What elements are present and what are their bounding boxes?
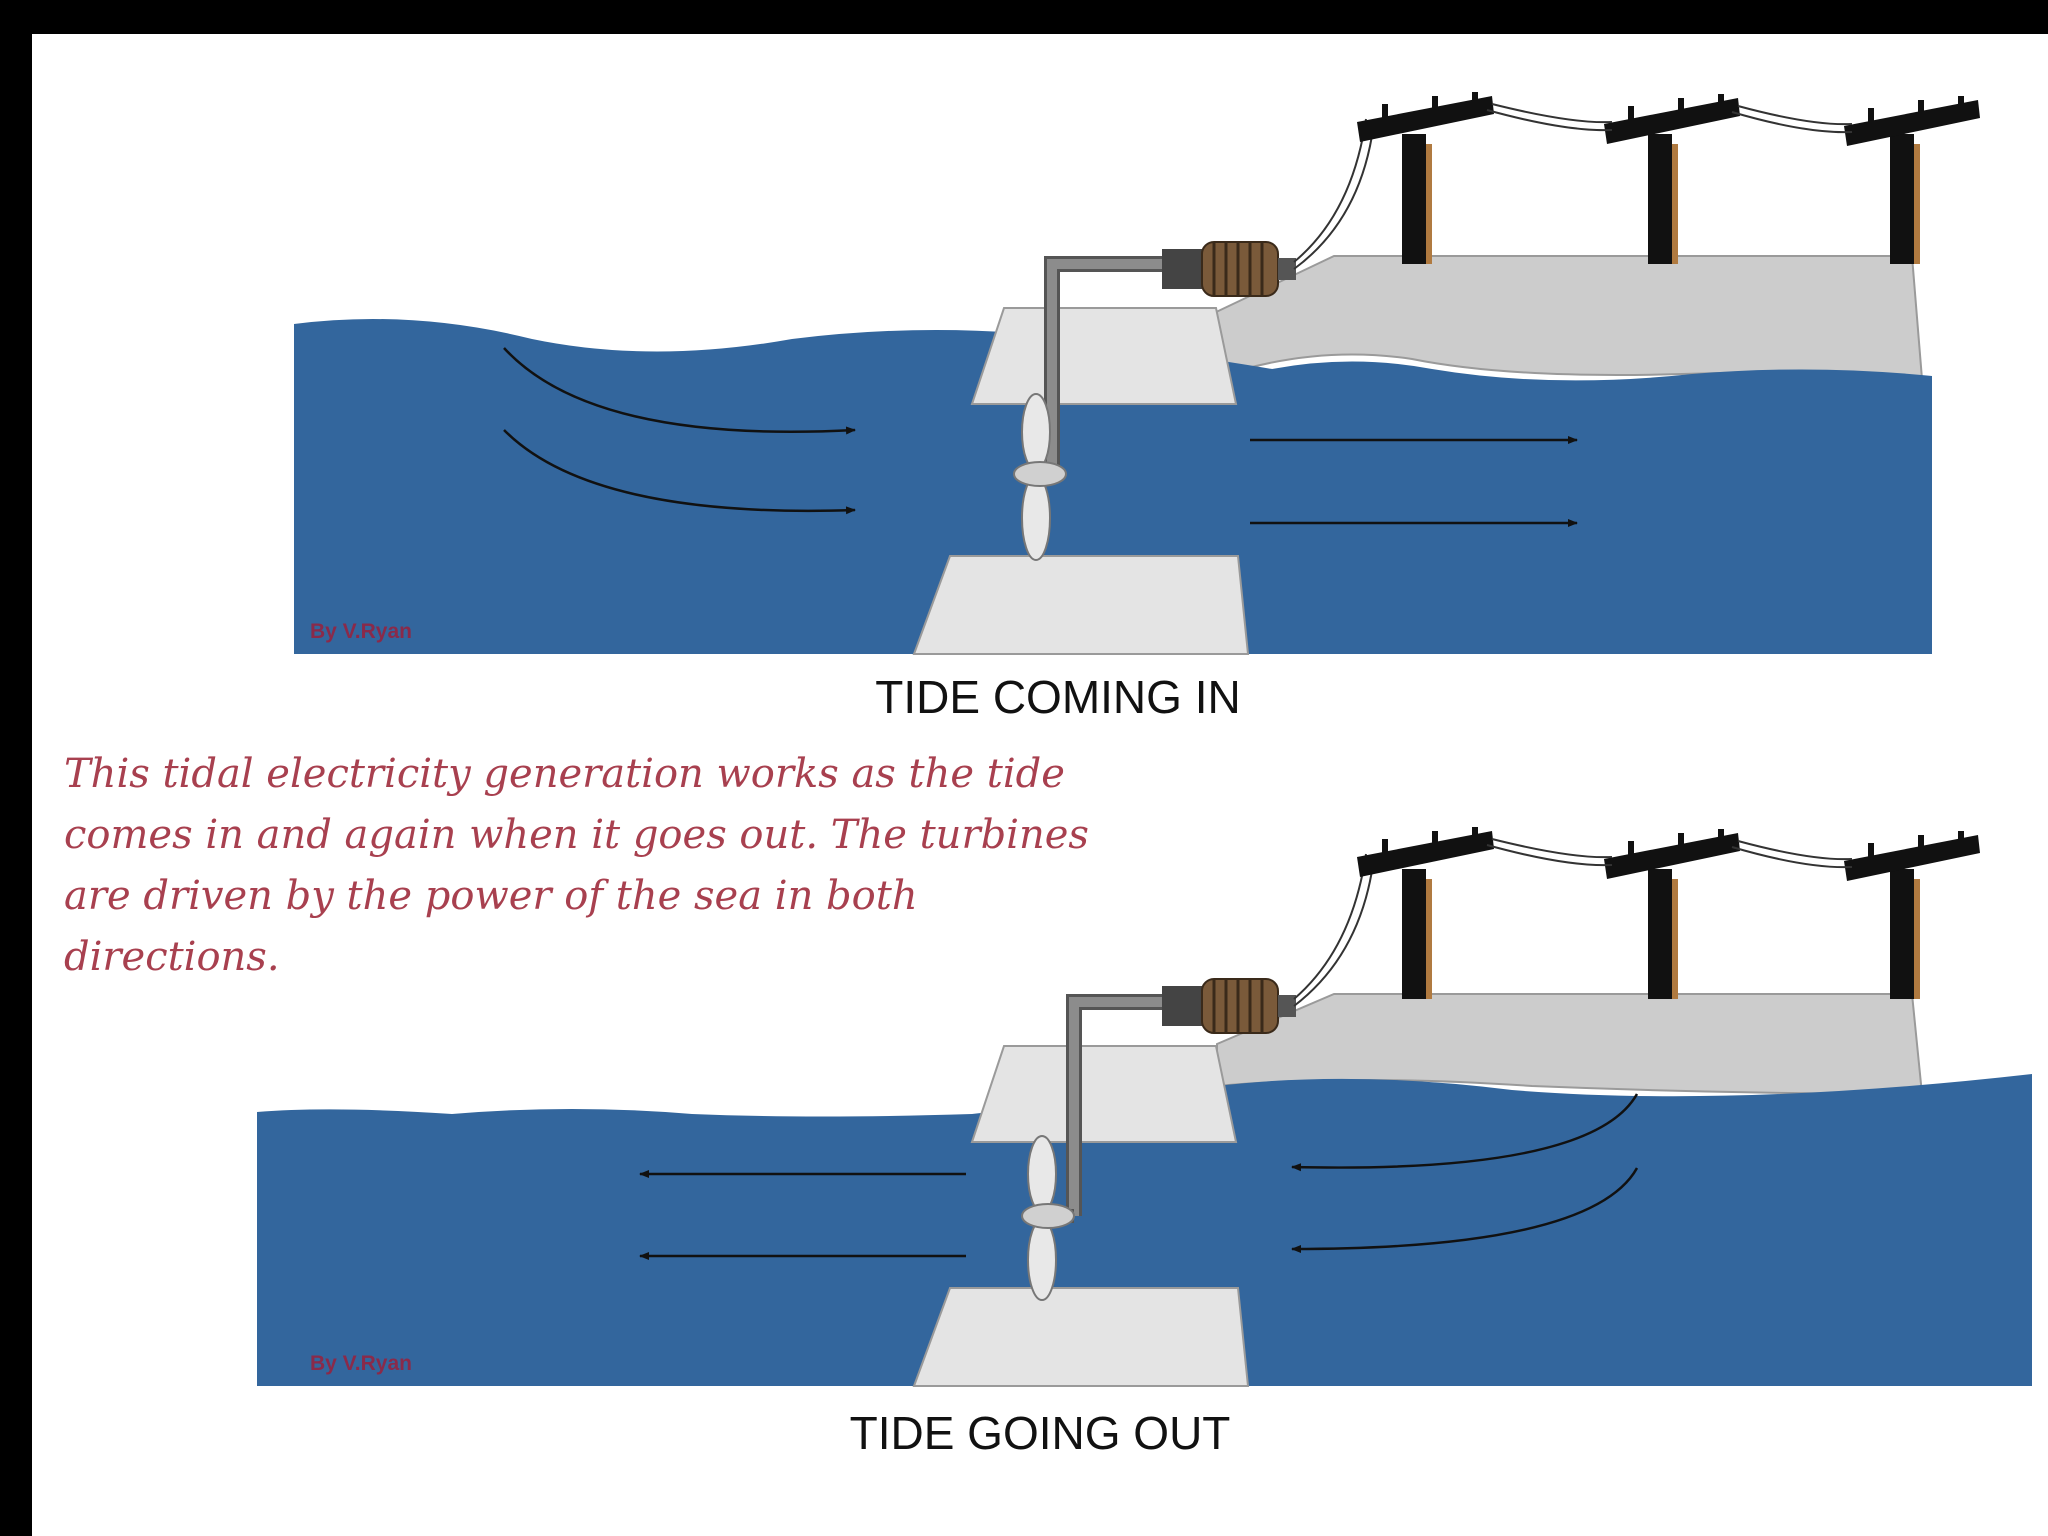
land-embankment bbox=[1211, 255, 1924, 381]
generator-coil bbox=[1162, 241, 1296, 297]
lower-caisson bbox=[912, 1287, 1250, 1387]
tidal-diagram: By V.Ryan bbox=[257, 92, 2032, 1387]
credit-label: By V.Ryan bbox=[310, 1352, 412, 1375]
lower-caisson bbox=[912, 555, 1250, 655]
caption-tide-coming-in: TIDE COMING IN bbox=[875, 671, 1241, 723]
turbine-propeller bbox=[1013, 393, 1067, 561]
caption-tide-going-out: TIDE GOING OUT bbox=[849, 1407, 1231, 1459]
sea-water bbox=[257, 1074, 2032, 1386]
flow-arrows-incoming bbox=[503, 347, 1578, 527]
electricity-poles bbox=[1357, 92, 1980, 264]
credit-label: By V.Ryan bbox=[310, 620, 412, 643]
generator-coil bbox=[1162, 978, 1296, 1034]
upper-caisson bbox=[970, 1045, 1238, 1143]
slide: By V.Ryan bbox=[32, 34, 2048, 1536]
panel-tide-coming-in: By V.Ryan bbox=[294, 92, 1980, 655]
land-embankment bbox=[1216, 993, 1924, 1096]
turbine-propeller bbox=[1021, 1135, 1075, 1301]
panel-tide-going-out: By V.Ryan bbox=[257, 827, 2032, 1387]
upper-caisson bbox=[970, 307, 1238, 405]
electricity-poles bbox=[1357, 827, 1980, 999]
flow-arrows-outgoing bbox=[639, 1093, 1639, 1260]
sea-water bbox=[294, 319, 1932, 654]
description-text: This tidal electricity generation works … bbox=[64, 751, 1089, 980]
